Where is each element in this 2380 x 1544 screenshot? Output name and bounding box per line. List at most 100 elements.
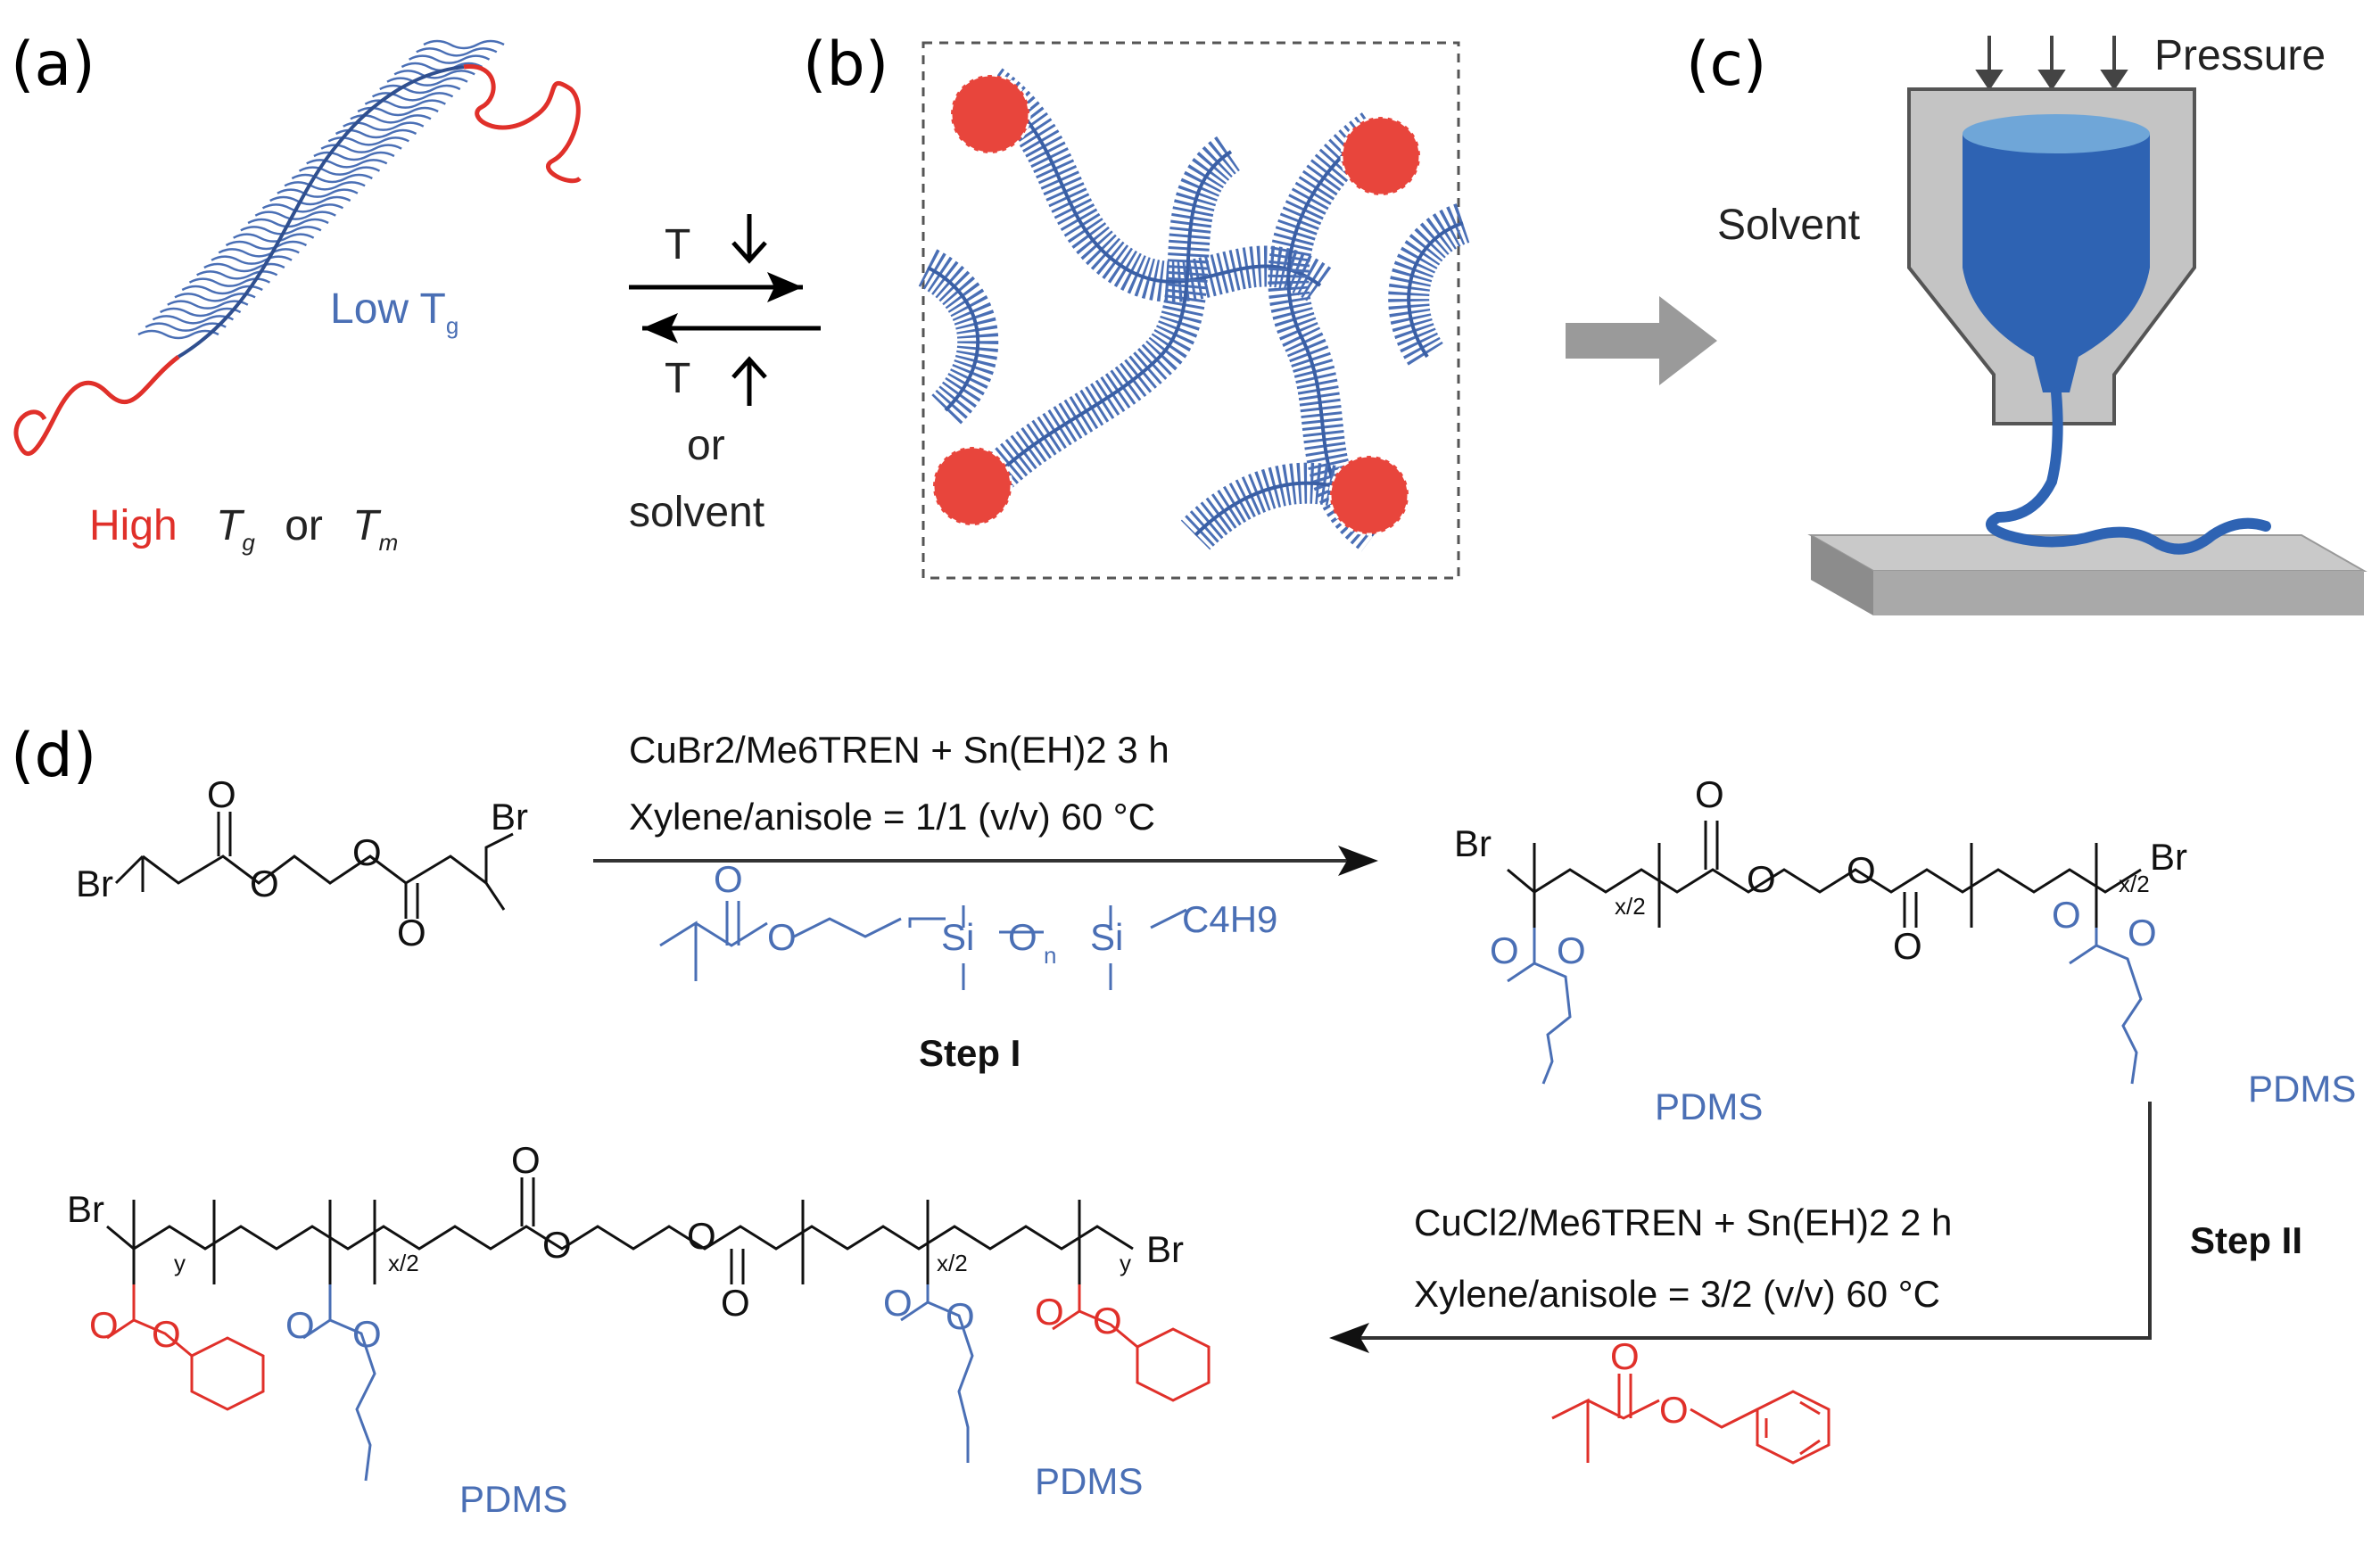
pressure-label: Pressure — [2154, 32, 2326, 79]
step1-condition-1: CuBr2/Me6TREN + Sn(EH)2 3 h — [629, 729, 1169, 771]
substrate-plate-front — [1873, 571, 2364, 615]
macro-br-right: Br — [2150, 836, 2187, 878]
side-chain — [174, 293, 256, 302]
panel-d-tag: (d) — [11, 721, 96, 791]
step2-arrowhead-icon — [1329, 1323, 1369, 1353]
side-chain — [211, 255, 293, 265]
benzyl-monomer-o2: O — [1659, 1389, 1689, 1431]
ink-surface — [1963, 114, 2150, 153]
ink-reservoir — [1963, 134, 2150, 392]
step2-condition-2: Xylene/anisole = 3/2 (v/v) 60 °C — [1414, 1273, 1940, 1315]
macro-x2-left: x/2 — [1615, 893, 1646, 920]
brush-strand-backbone — [1407, 221, 1464, 359]
triblock-y-right: y — [1120, 1250, 1131, 1276]
red-end-block-right — [463, 64, 582, 184]
macro-o4: O — [1893, 925, 1922, 967]
side-chain — [254, 211, 336, 220]
step2-arrow — [1338, 1102, 2152, 1340]
monomer-c4h9: C4H9 — [1182, 898, 1277, 940]
triblock-x2-right: x/2 — [937, 1250, 968, 1276]
step2-condition-1: CuCl2/Me6TREN + Sn(EH)2 2 h — [1414, 1201, 1952, 1243]
side-chain — [203, 262, 285, 273]
side-chain — [196, 270, 278, 280]
red-domains — [931, 73, 1422, 536]
macro-br-left: Br — [1454, 822, 1492, 864]
down-arrow-icon — [731, 214, 767, 264]
red-end-block-left — [13, 355, 180, 457]
triblock-red-side-chains — [106, 1284, 1211, 1411]
side-chain — [160, 307, 242, 318]
panel-c-tag: (c) — [1686, 29, 1766, 100]
panel-c: (c) Pressure Solvent — [1686, 29, 2368, 615]
side-chain — [277, 188, 359, 198]
step2-label: Step II — [2190, 1219, 2302, 1261]
macro-x2-right: x/2 — [2119, 871, 2150, 897]
bottlebrush-side-chains — [137, 39, 505, 340]
benzyl-monomer-o1: O — [1610, 1335, 1640, 1377]
side-chain — [291, 173, 373, 184]
red-domain — [949, 73, 1031, 155]
red-domain — [1328, 454, 1410, 536]
low-tg-label: Low Tg — [330, 285, 459, 339]
brush-strand — [956, 134, 1244, 514]
macro-o8: O — [2128, 912, 2157, 954]
side-chain — [313, 151, 395, 161]
macro-o5: O — [1490, 929, 1519, 971]
bottlebrush-backbone — [177, 65, 465, 359]
triblock-br-left: Br — [67, 1188, 104, 1230]
gray-block-arrow-icon — [1566, 296, 1717, 385]
triblock-o7: O — [285, 1304, 315, 1346]
monomer-n: n — [1044, 942, 1056, 969]
monomer-si1: Si — [941, 916, 974, 958]
brush-strand-backbone — [971, 150, 1233, 501]
triblock-o10: O — [946, 1295, 975, 1337]
triblock-blue-side-chains — [302, 1284, 974, 1482]
forward-arrowhead-icon — [767, 272, 803, 302]
side-chain — [152, 315, 234, 325]
side-chain — [225, 240, 308, 251]
monomer-o2: O — [767, 916, 797, 958]
side-chain — [320, 144, 402, 153]
triblock-backbone — [106, 1177, 1134, 1284]
triblock-y-left: y — [174, 1250, 186, 1276]
reverse-arrowhead-icon — [642, 313, 678, 343]
substrate-plate-side — [1811, 535, 1873, 615]
side-chain — [284, 181, 366, 191]
macro-o6: O — [1557, 929, 1586, 971]
side-chain — [137, 329, 219, 340]
initiator-o2: O — [250, 863, 279, 904]
step1-condition-2: Xylene/anisole = 1/1 (v/v) 60 °C — [629, 796, 1155, 838]
side-chain — [409, 54, 491, 64]
benzyl-monomer-structure — [1551, 1374, 1830, 1465]
triblock-o3: O — [687, 1215, 716, 1257]
triblock-o6: O — [152, 1313, 181, 1355]
triblock-o2: O — [542, 1224, 572, 1266]
network-frame — [921, 41, 1460, 580]
triblock-pdms-left: PDMS — [459, 1478, 567, 1520]
or-label: or — [687, 422, 725, 469]
side-chain — [423, 39, 505, 50]
macroinitiator-structure — [1507, 821, 2142, 928]
side-chain — [306, 159, 388, 169]
side-chain — [371, 92, 454, 102]
side-chain — [145, 322, 227, 332]
triblock-o12: O — [1093, 1300, 1122, 1342]
triblock-o1: O — [511, 1139, 541, 1181]
triblock-o8: O — [352, 1313, 382, 1355]
side-chain — [261, 203, 344, 213]
panel-a-tag: (a) — [11, 29, 95, 100]
macro-o3: O — [1847, 849, 1876, 891]
equilibrium-arrows: T T or solvent — [629, 214, 821, 536]
side-chain — [386, 77, 468, 87]
up-arrow-icon — [731, 356, 767, 406]
side-chain — [298, 166, 381, 176]
brush-strand-backbone — [988, 83, 1322, 287]
triblock-x2-left: x/2 — [388, 1250, 419, 1276]
brush-strand — [917, 249, 999, 425]
extruded-filament — [1986, 387, 2271, 555]
macro-pdms-right: PDMS — [2248, 1068, 2356, 1110]
side-chain — [364, 99, 446, 109]
panel-a: (a) Low Tg High Tg or Tm — [11, 29, 582, 556]
triblock-o11: O — [1035, 1291, 1064, 1333]
